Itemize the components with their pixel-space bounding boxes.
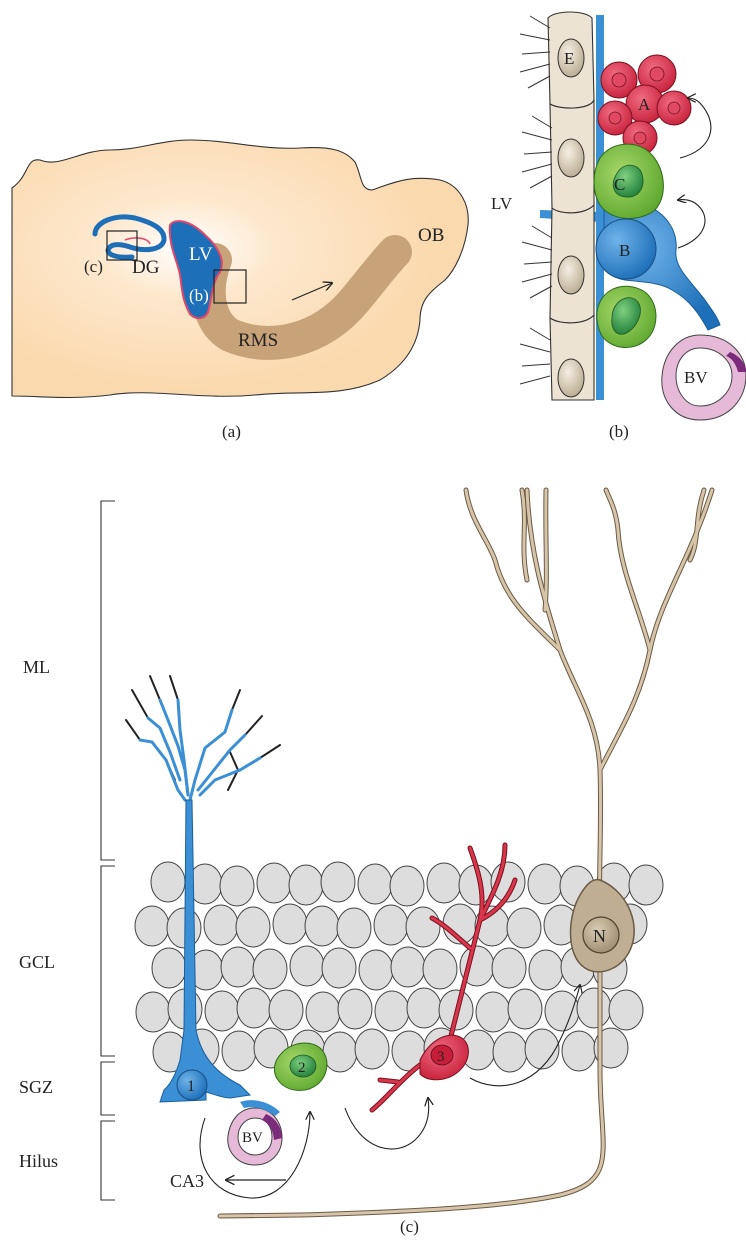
a-label: A (638, 95, 651, 114)
lv-b-label: LV (491, 194, 513, 213)
granule-cell (221, 947, 255, 987)
granule-cell (427, 863, 461, 903)
granule-cell (338, 989, 372, 1029)
layer-gcl: GCL (19, 952, 55, 972)
n-label: N (593, 926, 606, 946)
granule-cell (135, 906, 169, 946)
granule-cell (391, 947, 425, 987)
granule-cell (323, 1032, 357, 1072)
cell-2-label: 2 (298, 1060, 306, 1076)
ob-label: OB (418, 225, 444, 246)
granule-cell (423, 949, 457, 989)
granule-cell (152, 948, 186, 988)
granule-cell (289, 865, 323, 905)
granule-cell (529, 950, 563, 990)
granule-cell (222, 1031, 256, 1071)
granule-cell (355, 1029, 389, 1069)
granule-cell (508, 989, 542, 1029)
granule-cell (237, 988, 271, 1028)
layer-hilus: Hilus (19, 1151, 58, 1171)
inset-b-label: (b) (189, 286, 209, 305)
granule-cell (407, 988, 441, 1028)
inset-c-label: (c) (84, 257, 103, 276)
ependymal-nucleus (558, 359, 584, 397)
bv-b-label: BV (684, 368, 708, 387)
layer-brackets (101, 501, 115, 1200)
a-cell-nucleus (609, 112, 621, 124)
granule-cell (253, 949, 287, 989)
ependymal-column (520, 12, 594, 400)
granule-cell (306, 992, 340, 1032)
granule-cell (136, 992, 170, 1032)
granule-cell (322, 948, 356, 988)
cilia (520, 16, 550, 88)
layer-sgz: SGZ (19, 1077, 53, 1097)
panel-b: E A C B LV BV (b) (491, 12, 746, 441)
ependymal-nucleus (558, 139, 584, 177)
granule-cell (375, 991, 409, 1031)
bv-c-label: BV (242, 1130, 263, 1146)
granule-cell (167, 908, 201, 948)
e-label: E (564, 49, 574, 68)
granule-cell (476, 992, 510, 1032)
ca3-label: CA3 (170, 1171, 204, 1191)
granule-cell (205, 991, 239, 1031)
lv-label: LV (189, 244, 213, 265)
granule-cell (204, 905, 238, 945)
granule-cell (492, 948, 526, 988)
panel-c: ML GCL SGZ Hilus (19, 490, 712, 1236)
a-cell-nucleus (612, 73, 626, 87)
granule-cell (321, 862, 355, 902)
granule-cell (220, 866, 254, 906)
granule-cell (406, 907, 440, 947)
cilia (520, 328, 550, 384)
granule-cell (507, 908, 541, 948)
granule-cell (273, 904, 307, 944)
caption-a: (a) (222, 422, 241, 441)
granule-cell (257, 863, 291, 903)
granule-cell (337, 908, 371, 948)
granule-cell (629, 865, 663, 905)
granule-cell (151, 862, 185, 902)
caption-b: (b) (609, 422, 629, 441)
c-label: C (614, 175, 625, 194)
granule-cell (525, 1029, 559, 1069)
a-cell-nucleus (634, 132, 646, 144)
layer-ml: ML (23, 657, 50, 677)
cell-1-radial-glia (126, 676, 280, 800)
b-label: B (619, 241, 630, 260)
caption-c: (c) (400, 1217, 419, 1236)
granule-cell (236, 907, 270, 947)
cilia (522, 226, 552, 298)
granule-cell (545, 991, 579, 1031)
granule-cell (359, 950, 393, 990)
granule-cell (305, 906, 339, 946)
mature-neuron (220, 490, 712, 1216)
b-to-c-arrow (678, 200, 705, 248)
granule-cell (577, 988, 611, 1028)
granule-cell (290, 946, 324, 986)
cell-3-label: 3 (437, 1049, 445, 1065)
granule-cell (528, 864, 562, 904)
panel-a: LV (b) OB DG (c) RMS (a) (12, 140, 468, 441)
granule-cell (562, 1031, 596, 1071)
granule-cell (609, 990, 643, 1030)
cilia (522, 116, 552, 188)
granule-cell (374, 905, 408, 945)
granule-cell (358, 864, 392, 904)
ependymal-nucleus (558, 256, 584, 294)
granule-cell (390, 866, 424, 906)
dg-label: DG (132, 257, 160, 278)
granule-cell (269, 990, 303, 1030)
granule-cell (493, 1032, 527, 1072)
rms-label: RMS (238, 330, 278, 351)
a-cell-nucleus (668, 102, 680, 114)
a-cell-nucleus (650, 67, 664, 81)
cell2-to-cell3-arrow (345, 1098, 429, 1149)
cell-1-label: 1 (187, 1078, 195, 1095)
